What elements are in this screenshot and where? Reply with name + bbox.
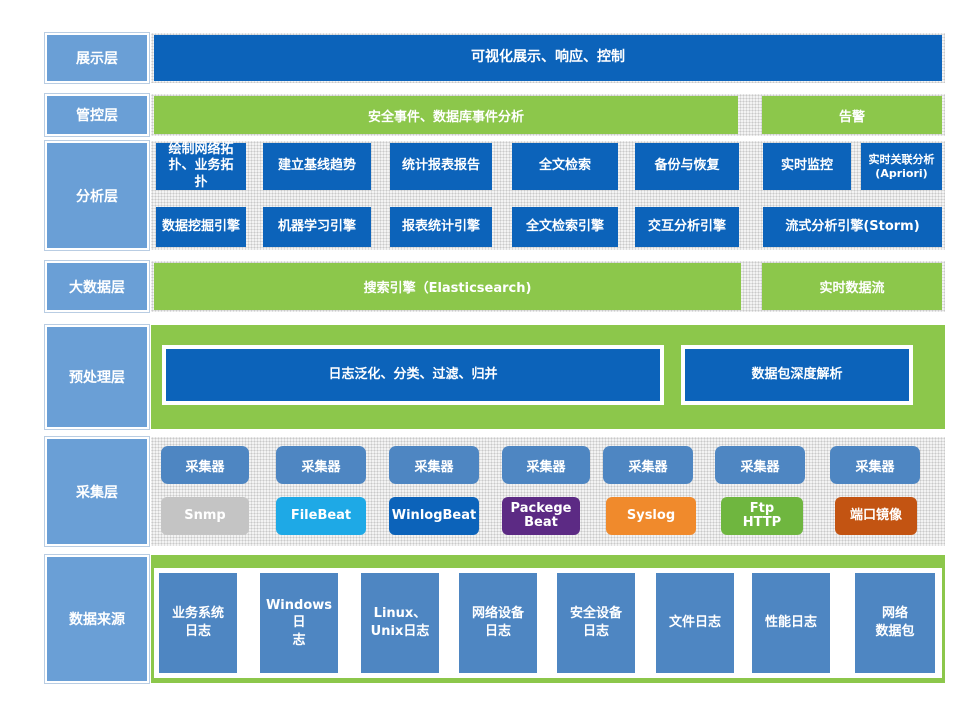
- analysis-topology-box: 绘制网络拓扑、业务拓扑: [156, 142, 246, 190]
- log-normalize-box: 日志泛化、分类、过滤、归并: [166, 349, 660, 401]
- source-business-log: 业务系统 日志: [159, 573, 237, 673]
- engine-interactive-box: 交互分析引擎: [635, 207, 739, 247]
- layer-label-analysis: 分析层: [45, 141, 149, 250]
- source-network-device-log: 网络设备 日志: [459, 573, 537, 673]
- display-main-box: 可视化展示、响应、控制: [154, 35, 942, 81]
- analysis-baseline-box: 建立基线趋势: [263, 143, 371, 190]
- analysis-fulltext-box: 全文检索: [512, 143, 618, 190]
- collector-7: 采集器: [830, 446, 920, 484]
- collector-5: 采集器: [603, 446, 693, 484]
- collector-3: 采集器: [389, 446, 479, 484]
- alarm-box: 告警: [762, 96, 942, 134]
- collector-6: 采集器: [715, 446, 805, 484]
- engine-ml-box: 机器学习引擎: [263, 207, 371, 247]
- source-file-log: 文件日志: [656, 573, 734, 673]
- agent-port-mirror: 端口镜像: [835, 497, 917, 535]
- security-events-box: 安全事件、数据库事件分析: [154, 96, 738, 134]
- analysis-report-box: 统计报表报告: [390, 143, 492, 190]
- layer-label-display: 展示层: [45, 33, 149, 83]
- layer-label-preprocess: 预处理层: [45, 325, 149, 429]
- agent-ftp-http: Ftp HTTP: [721, 497, 803, 535]
- search-engine-box: 搜索引擎（Elasticsearch): [154, 263, 741, 310]
- realtime-correlation-box: 实时关联分析 (Apriori): [861, 143, 942, 190]
- source-network-packet: 网络 数据包: [855, 573, 935, 673]
- agent-syslog: Syslog: [606, 497, 696, 535]
- source-windows-log: Windows日 志: [260, 573, 338, 673]
- layer-label-collect: 采集层: [45, 437, 149, 546]
- engine-stream-box: 流式分析引擎(Storm): [763, 207, 942, 247]
- layer-label-management: 管控层: [45, 94, 149, 136]
- agent-winlogbeat: WinlogBeat: [389, 497, 479, 535]
- agent-filebeat: FileBeat: [276, 497, 366, 535]
- agent-snmp: Snmp: [161, 497, 249, 535]
- engine-datamining-box: 数据挖掘引擎: [156, 207, 246, 247]
- source-linux-log: Linux、 Unix日志: [361, 573, 439, 673]
- realtime-monitor-box: 实时监控: [763, 143, 851, 190]
- packet-dpi-box: 数据包深度解析: [685, 349, 909, 401]
- analysis-backup-box: 备份与恢复: [635, 143, 739, 190]
- collector-1: 采集器: [161, 446, 249, 484]
- agent-packetbeat: Packege Beat: [502, 497, 580, 535]
- layer-label-bigdata: 大数据层: [45, 261, 149, 312]
- source-security-device-log: 安全设备 日志: [557, 573, 635, 673]
- layer-label-source: 数据来源: [45, 555, 149, 683]
- collector-4: 采集器: [502, 446, 590, 484]
- realtime-stream-box: 实时数据流: [762, 263, 942, 310]
- source-performance-log: 性能日志: [752, 573, 830, 673]
- engine-fulltext-box: 全文检索引擎: [512, 207, 618, 247]
- collector-2: 采集器: [276, 446, 366, 484]
- engine-report-box: 报表统计引擎: [390, 207, 492, 247]
